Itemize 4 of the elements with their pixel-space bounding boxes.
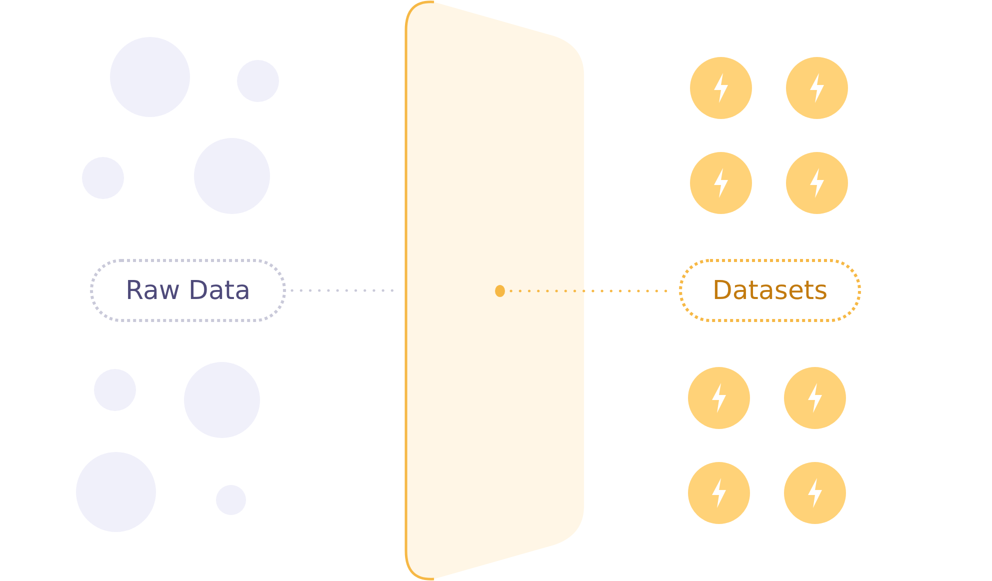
node-label: Raw Data	[125, 276, 251, 306]
dotted-pill-box	[679, 259, 861, 322]
node-label: Datasets	[712, 276, 828, 306]
dotted-pill-box	[90, 259, 286, 322]
